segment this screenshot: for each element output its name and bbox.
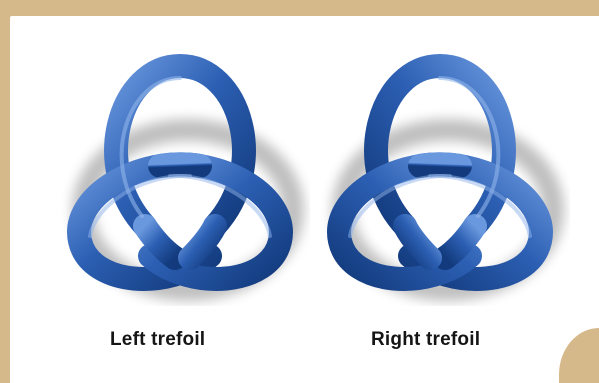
frame-corner bbox=[559, 328, 599, 383]
left-trefoil-label: Left trefoil bbox=[110, 329, 205, 351]
left-trefoil-knot bbox=[50, 46, 310, 306]
right-trefoil-label: Right trefoil bbox=[371, 329, 480, 351]
right-trefoil-knot bbox=[310, 46, 570, 306]
figure-panel: Left trefoil Right trefoil bbox=[10, 16, 599, 383]
